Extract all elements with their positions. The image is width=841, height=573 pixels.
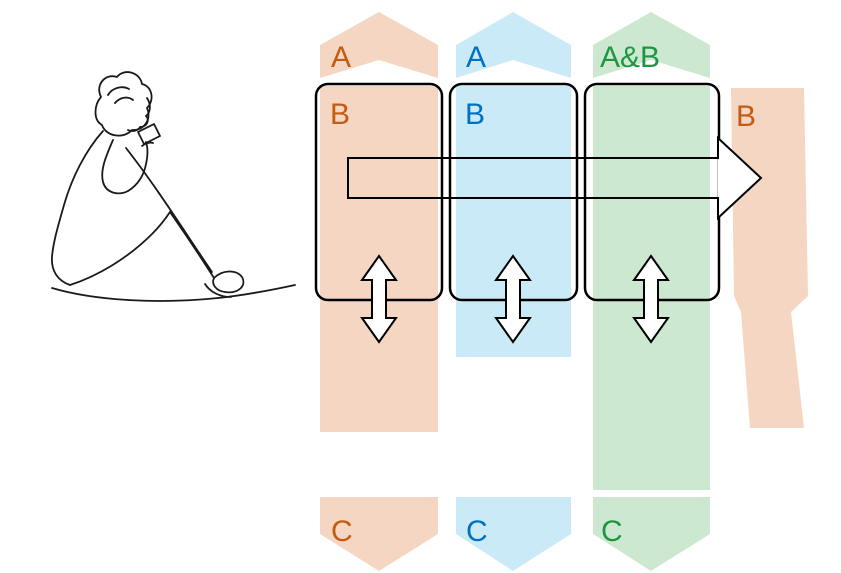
column-1-label-bottom: C: [331, 515, 353, 548]
double-arrow-3: [632, 254, 670, 344]
person-hair-lines: [107, 86, 134, 104]
person-thigh: [69, 211, 171, 286]
column-3-label-bottom: C: [601, 515, 623, 548]
ground-line: [51, 284, 296, 302]
column-1-label-box: B: [330, 98, 350, 131]
double-arrow-1: [360, 254, 398, 344]
column-2-bottom-arrow: [456, 497, 571, 571]
flow-arrowhead-fill: [718, 138, 761, 218]
column-3-top-arrow: [593, 12, 710, 78]
horizontal-flow-arrow: [347, 135, 763, 221]
output-band-ribbon: [731, 88, 808, 428]
column-2-label-bottom: C: [466, 515, 488, 548]
person-leg-line: [125, 147, 213, 273]
person-phone: [137, 123, 161, 145]
person-shoe: [212, 270, 245, 294]
column-3-label-top: A&B: [600, 41, 660, 74]
column-1-bottom-arrow: [320, 497, 438, 571]
person-back: [51, 130, 104, 286]
person-head-outline: [94, 71, 153, 137]
column-3-bottom-arrow: [593, 497, 710, 571]
person-line-art: [51, 71, 296, 302]
person-face-profile: [127, 97, 151, 132]
column-2-label-top: A: [466, 41, 486, 74]
column-2-top-arrow: [456, 12, 571, 78]
person-upper-arm: [101, 139, 129, 195]
output-band-label: B: [736, 100, 756, 133]
person-forearm: [127, 141, 149, 192]
column-2-label-box: B: [465, 98, 485, 131]
column-1-top-arrow: [320, 12, 438, 78]
person-shin: [169, 211, 215, 279]
column-1-label-top: A: [331, 41, 351, 74]
column-1-orange: [320, 12, 438, 571]
person-hand: [141, 141, 154, 147]
double-arrow-2: [494, 254, 532, 344]
